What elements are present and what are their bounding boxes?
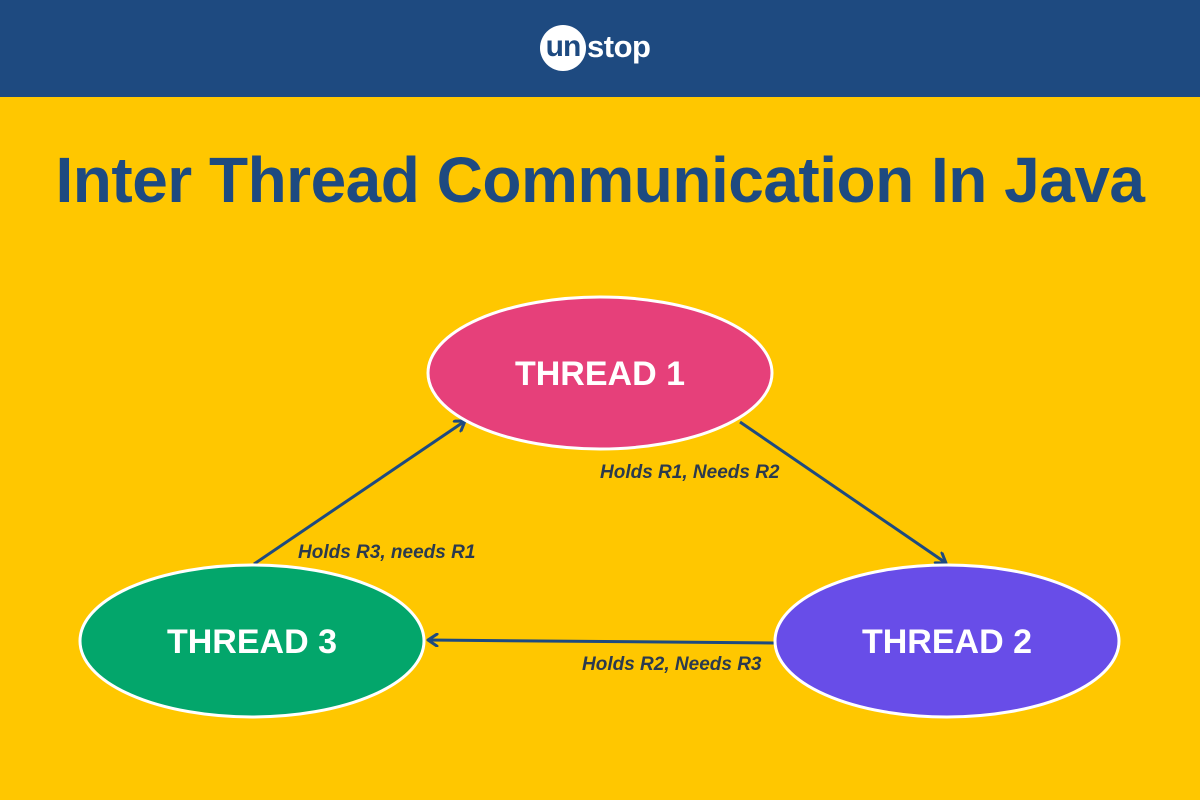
logo-circle: un: [540, 25, 586, 71]
node-thread3-label: THREAD 3: [167, 623, 337, 661]
arrow-thread2-to-thread3: [428, 640, 775, 643]
node-thread2-shape: [773, 563, 1121, 719]
node-thread3: THREAD 3: [78, 563, 426, 719]
edge-label-thread3-to-thread1: Holds R3, needs R1: [298, 542, 475, 563]
logo-suffix: stop: [587, 29, 651, 64]
node-thread3-shape: [78, 563, 426, 719]
edge-label-thread1-to-thread2: Holds R1, Needs R2: [600, 462, 780, 483]
edge-label-thread2-to-thread3: Holds R2, Needs R3: [582, 654, 762, 675]
arrow-thread1-to-thread2: [739, 420, 946, 563]
node-thread1: THREAD 1: [426, 295, 774, 451]
page-title: Inter Thread Communication In Java: [55, 144, 1146, 216]
node-thread2: THREAD 2: [773, 563, 1121, 719]
node-thread2-label: THREAD 2: [862, 623, 1032, 661]
header-bar: un stop: [0, 0, 1200, 97]
node-thread1-shape: [426, 295, 774, 451]
node-thread1-label: THREAD 1: [515, 355, 685, 393]
unstop-logo[interactable]: un stop: [540, 24, 651, 72]
logo-prefix: un: [545, 29, 582, 63]
arrow-thread3-to-thread1: [253, 421, 465, 566]
